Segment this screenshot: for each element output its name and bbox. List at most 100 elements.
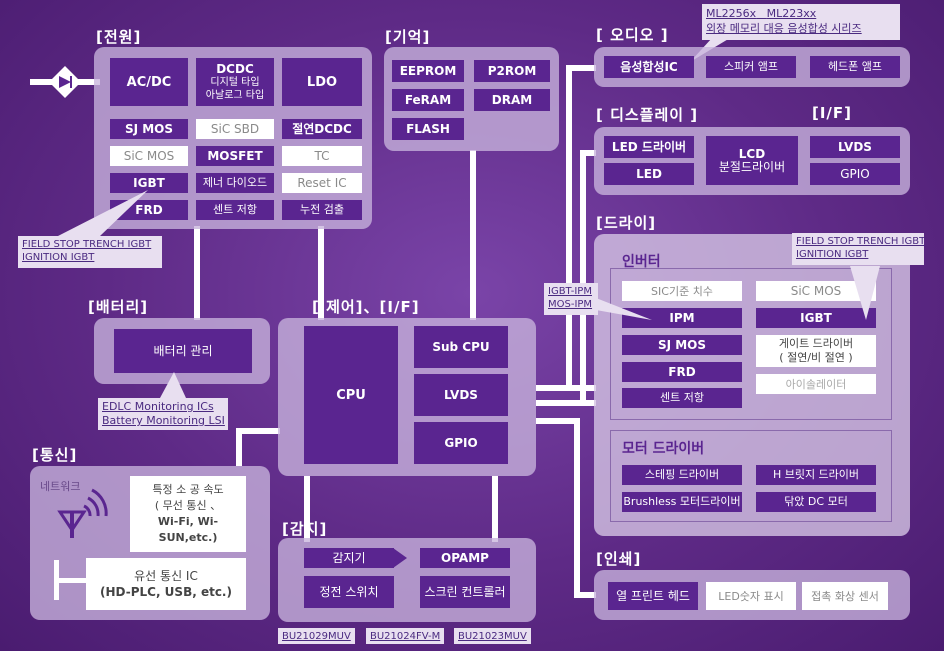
hbridge-block: H 브릿지 드라이버 <box>756 465 876 485</box>
gate-driver-line1: 게이트 드라이버 <box>778 337 854 350</box>
drive-frd-block: FRD <box>622 362 742 382</box>
connector <box>574 418 580 596</box>
audio-note-line2: 외장 메모리 대응 음성합성 시리즈 <box>706 22 862 35</box>
display-gpio-block: GPIO <box>810 163 900 185</box>
opamp-block: OPAMP <box>420 548 510 568</box>
headphone-amp-block: 헤드폰 앰프 <box>810 56 900 78</box>
control-gpio-block: GPIO <box>414 422 508 464</box>
antenna-icon <box>57 488 108 538</box>
sjmos-block: SJ MOS <box>110 119 188 139</box>
section-title-display-if: [I/F] <box>812 104 853 122</box>
ipm-note: IGBT-IPM MOS-IPM <box>544 283 598 315</box>
motor-driver-title: 모터 드라이버 <box>622 441 705 457</box>
wireless-line2: ( 무선 통신 、 <box>154 499 222 512</box>
audio-note: ML2256x ML223xx 외장 메모리 대응 음성합성 시리즈 <box>702 4 900 40</box>
audio-note-part2: ML223xx <box>766 7 817 20</box>
drive-sicmos-block: SiC MOS <box>756 281 876 301</box>
speaker-amp-block: 스피커 앰프 <box>706 56 796 78</box>
ac-input-icon <box>30 66 100 98</box>
connector <box>470 150 476 320</box>
display-lvds-block: LVDS <box>810 136 900 158</box>
ldo-block: LDO <box>282 58 362 106</box>
section-title-power: [전원] <box>96 28 142 46</box>
dcdc-block: DCDC 디지털 타입 아날로그 타입 <box>196 58 274 106</box>
ipm-note-line2: MOS-IPM <box>548 299 593 310</box>
acdc-block: AC/DC <box>110 58 188 106</box>
sicmos-block: SiC MOS <box>110 146 188 166</box>
connector <box>536 400 596 406</box>
p2rom-block: P2ROM <box>474 60 550 82</box>
led-block: LED <box>604 163 694 185</box>
ipm-note-line1: IGBT-IPM <box>548 286 592 297</box>
motor-driver-group <box>610 430 892 522</box>
iso-dcdc-block: 절연DCDC <box>282 119 362 139</box>
zener-block: 제너 다이오드 <box>196 173 274 193</box>
cpu-block: CPU <box>304 326 398 464</box>
brushed-dc-block: 닦았 DC 모터 <box>756 492 876 512</box>
drive-sjmos-block: SJ MOS <box>622 335 742 355</box>
drive-note-line2: IGNITION IGBT <box>796 249 869 260</box>
reset-ic-block: Reset IC <box>282 173 362 193</box>
gate-driver-line2: ( 절연/비 절연 ) <box>779 351 853 364</box>
contact-sensor-block: 접촉 화상 센서 <box>802 582 888 610</box>
drive-igbt-block: IGBT <box>756 308 876 328</box>
sicsbd-block: SiC SBD <box>196 119 274 139</box>
network-label: 네트워크 <box>40 480 81 493</box>
battery-note-line2: Battery Monitoring LSI <box>102 414 225 427</box>
battery-mgmt-block: 배터리 관리 <box>114 329 252 373</box>
arrow-icon <box>393 548 407 568</box>
isolator-block: 아이솔레이터 <box>756 374 876 394</box>
thermal-head-block: 열 프린트 헤드 <box>608 582 698 610</box>
wired-bus <box>54 578 88 583</box>
wired-line2: (HD-PLC, USB, etc.) <box>100 585 232 599</box>
leak-detect-block: 누전 검출 <box>282 200 362 220</box>
wireless-line1: 특정 소 공 속도 <box>152 483 224 496</box>
drive-note-line1: FIELD STOP TRENCH IGBT <box>796 236 926 247</box>
connector <box>536 418 578 424</box>
section-title-display: [ 디스플레이 ] <box>596 106 699 124</box>
section-title-battery: [배터리] <box>88 298 149 316</box>
connector <box>566 65 572 391</box>
led-display-block: LED숫자 표시 <box>706 582 796 610</box>
stepping-block: 스테핑 드라이버 <box>622 465 742 485</box>
voice-synth-block: 음성합성IC <box>604 56 694 78</box>
dcdc-sub2: 아날로그 타입 <box>205 89 265 101</box>
cap-switch-block: 정전 스위치 <box>304 576 394 608</box>
connector <box>238 428 280 434</box>
lcd-block: LCD 분절드라이버 <box>706 136 798 185</box>
connector <box>580 150 586 406</box>
control-lvds-block: LVDS <box>414 374 508 416</box>
tc-block: TC <box>282 146 362 166</box>
connector <box>580 150 596 156</box>
section-title-drive: [드라이] <box>596 214 657 232</box>
wired-line1: 유선 통신 IC <box>134 569 198 583</box>
gate-driver-block: 게이트 드라이버 ( 절연/비 절연 ) <box>756 335 876 367</box>
audio-note-part1: ML2256x <box>706 7 757 20</box>
section-title-audio: [ 오디오 ] <box>596 26 669 44</box>
screen-controller-block: 스크린 컨트롤러 <box>420 576 510 608</box>
connector <box>492 476 498 542</box>
battery-note-line1: EDLC Monitoring ICs <box>102 400 214 413</box>
section-title-print: [인쇄] <box>596 550 642 568</box>
connector <box>574 592 596 598</box>
power-note: FIELD STOP TRENCH IGBT IGNITION IGBT <box>18 236 162 268</box>
dcdc-title: DCDC <box>216 61 254 76</box>
connector <box>236 428 242 466</box>
connector <box>304 476 310 542</box>
dcdc-sub1: 디지털 타입 <box>210 76 260 88</box>
sense-note-3: BU21023MUV <box>454 628 531 644</box>
lcd-line1: LCD <box>738 146 766 161</box>
igbt-block: IGBT <box>110 173 188 193</box>
section-title-comm: [통신] <box>32 446 78 464</box>
eeprom-block: EEPROM <box>392 60 464 82</box>
dram-block: DRAM <box>474 89 550 111</box>
section-title-sense: [감지] <box>282 520 328 538</box>
sense-note-1: BU21029MUV <box>278 628 355 644</box>
shunt-block: 센트 저항 <box>196 200 274 220</box>
power-note-line2: IGNITION IGBT <box>22 252 95 263</box>
battery-note: EDLC Monitoring ICs Battery Monitoring L… <box>98 398 228 430</box>
connector <box>318 226 324 320</box>
